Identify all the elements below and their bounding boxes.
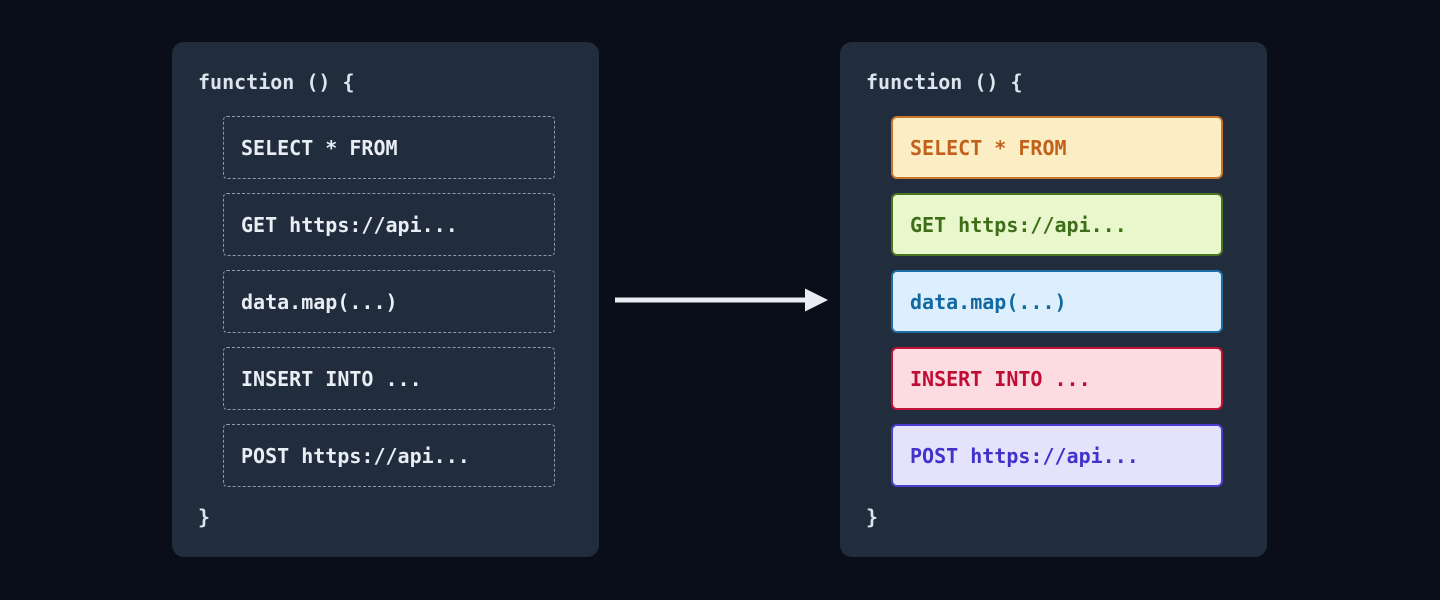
classified-code-panel: function () { SELECT * FROM GET https://a… xyxy=(840,42,1267,557)
source-code-blocks: SELECT * FROM GET https://api... data.map(… xyxy=(223,116,555,487)
function-close-line: } xyxy=(866,505,879,529)
http-get-block: GET https://api... xyxy=(891,193,1223,256)
map-transform-placeholder: data.map(...) xyxy=(223,270,555,333)
http-get-placeholder: GET https://api... xyxy=(223,193,555,256)
function-open-line: function () { xyxy=(866,70,1023,94)
http-post-placeholder: POST https://api... xyxy=(223,424,555,487)
sql-select-placeholder: SELECT * FROM xyxy=(223,116,555,179)
function-close-line: } xyxy=(198,505,211,529)
http-post-block: POST https://api... xyxy=(891,424,1223,487)
classified-code-blocks: SELECT * FROM GET https://api... data.map(… xyxy=(891,116,1223,487)
sql-select-block: SELECT * FROM xyxy=(891,116,1223,179)
sql-insert-placeholder: INSERT INTO ... xyxy=(223,347,555,410)
arrow-right-icon xyxy=(612,278,830,322)
source-code-panel: function () { SELECT * FROM GET https://a… xyxy=(172,42,599,557)
map-transform-block: data.map(...) xyxy=(891,270,1223,333)
function-open-line: function () { xyxy=(198,70,355,94)
sql-insert-block: INSERT INTO ... xyxy=(891,347,1223,410)
